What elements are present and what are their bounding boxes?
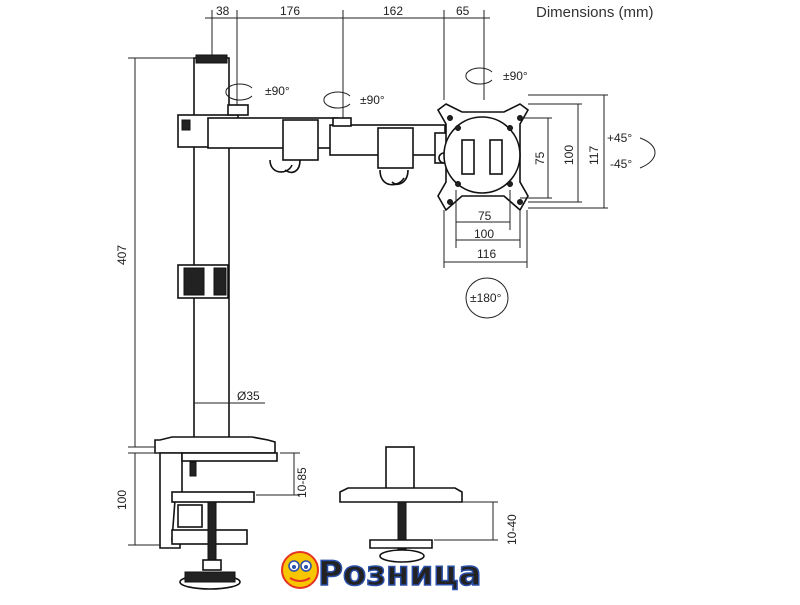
rotation-labels: ±90° ±90° ±90° ±180° +45° -45° — [225, 67, 656, 319]
vesa-plate — [436, 103, 530, 212]
vesa-horizontal-dimensions: 75 100 116 — [443, 190, 528, 268]
rotation-arm-1: ±90° — [265, 84, 290, 98]
vesa-vertical-dimensions: 75 100 117 — [520, 94, 608, 209]
rotation-head: ±90° — [503, 69, 528, 83]
arm-assembly — [177, 104, 451, 186]
dim-pole-height: 407 — [115, 245, 129, 265]
tilt-down: -45° — [610, 157, 632, 171]
dim-clamp-height: 100 — [115, 490, 129, 510]
tilt-up: +45° — [607, 131, 632, 145]
dim-arm-2: 162 — [383, 4, 403, 18]
desk-clamp — [159, 452, 278, 590]
rotation-arm-2: ±90° — [360, 93, 385, 107]
rotation-swivel: ±180° — [470, 291, 502, 305]
pole-height-dimension: 407 — [115, 57, 195, 448]
vesa-h75: 75 — [478, 209, 492, 223]
dim-grommet-range: 10-40 — [505, 514, 519, 545]
grommet-mount — [339, 446, 463, 563]
vesa-v100: 100 — [562, 145, 576, 165]
diagram-title: Dimensions (mm) — [536, 4, 654, 21]
rozniza-logo: Розница — [281, 551, 482, 595]
clamp-range-dimension: 10-85 — [256, 452, 309, 498]
top-dimension-chain: 38 176 162 65 — [205, 4, 490, 118]
dim-head: 65 — [456, 4, 470, 18]
grommet-range-dimension: 10-40 — [434, 501, 519, 545]
vesa-h100: 100 — [474, 227, 494, 241]
vesa-v117: 117 — [587, 146, 601, 165]
dim-pole-diameter: Ø35 — [237, 389, 260, 403]
dim-pole-offset: 38 — [216, 4, 230, 18]
vesa-v75: 75 — [533, 151, 547, 165]
pole-diameter-dimension: Ø35 — [194, 389, 265, 404]
clamp-height-dimension: 100 — [115, 452, 160, 546]
dim-clamp-range: 10-85 — [295, 467, 309, 498]
vesa-h116: 116 — [477, 247, 496, 261]
logo-text: Розница — [318, 554, 482, 594]
dim-arm-1: 176 — [280, 4, 300, 18]
